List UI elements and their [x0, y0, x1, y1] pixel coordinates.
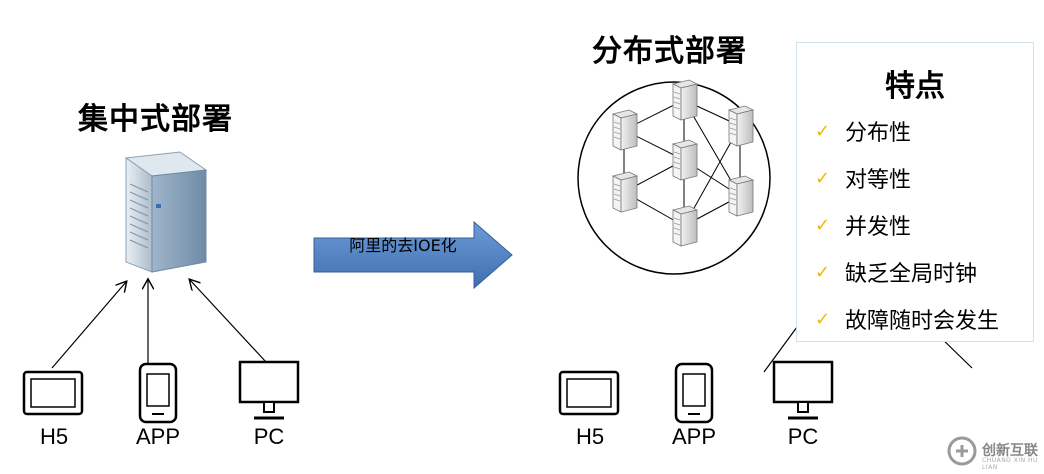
feature-label: 并发性 — [845, 215, 912, 240]
central-server-icon — [124, 151, 208, 273]
check-icon: ✓ — [815, 167, 831, 189]
feature-label: 故障随时会发生 — [845, 309, 1000, 334]
left-pc-label: PC — [253, 424, 285, 449]
feature-item: ✓ 缺乏全局时钟 — [815, 256, 977, 288]
watermark-icon — [947, 436, 977, 466]
distributed-title: 分布式部署 — [592, 34, 747, 69]
centralized-title: 集中式部署 — [78, 102, 233, 137]
features-panel: 特点 ✓ 分布性 ✓ 对等性 ✓ 并发性 ✓ 缺乏全局时钟 ✓ 故障随时会发生 — [796, 42, 1034, 342]
features-title: 特点 — [885, 69, 945, 104]
feature-label: 分布性 — [845, 121, 912, 146]
check-icon: ✓ — [815, 261, 831, 283]
transition-arrow — [313, 220, 513, 290]
watermark-subtext: CHUANG XIN HU LIAN — [982, 457, 1038, 471]
left-app-label: APP — [135, 424, 181, 449]
left-phone-icon — [138, 362, 178, 424]
left-tablet-icon — [22, 370, 84, 416]
check-icon: ✓ — [815, 308, 831, 330]
right-tablet-icon — [558, 370, 620, 416]
feature-label: 对等性 — [845, 168, 912, 193]
right-app-label: APP — [671, 424, 717, 449]
check-icon: ✓ — [815, 214, 831, 236]
arrow-label: 阿里的去IOE化 — [349, 236, 457, 255]
right-monitor-icon — [772, 360, 834, 420]
check-icon: ✓ — [815, 120, 831, 142]
left-monitor-icon — [238, 360, 300, 420]
distributed-cluster — [577, 81, 771, 275]
feature-item: ✓ 并发性 — [815, 209, 911, 241]
h5-to-server-arrow — [51, 282, 126, 369]
right-phone-icon — [674, 362, 714, 424]
right-pc-label: PC — [787, 424, 819, 449]
left-h5-label: H5 — [39, 424, 69, 449]
feature-item: ✓ 对等性 — [815, 162, 911, 194]
feature-item: ✓ 分布性 — [815, 115, 911, 147]
feature-item: ✓ 故障随时会发生 — [815, 303, 999, 335]
left-connections — [51, 280, 267, 369]
pc-to-server-arrow — [190, 280, 267, 363]
watermark-text: 创新互联 — [982, 443, 1038, 459]
right-h5-label: H5 — [575, 424, 605, 449]
feature-label: 缺乏全局时钟 — [845, 262, 978, 287]
watermark-logo: 创新互联 CHUANG XIN HU LIAN — [946, 434, 1042, 471]
